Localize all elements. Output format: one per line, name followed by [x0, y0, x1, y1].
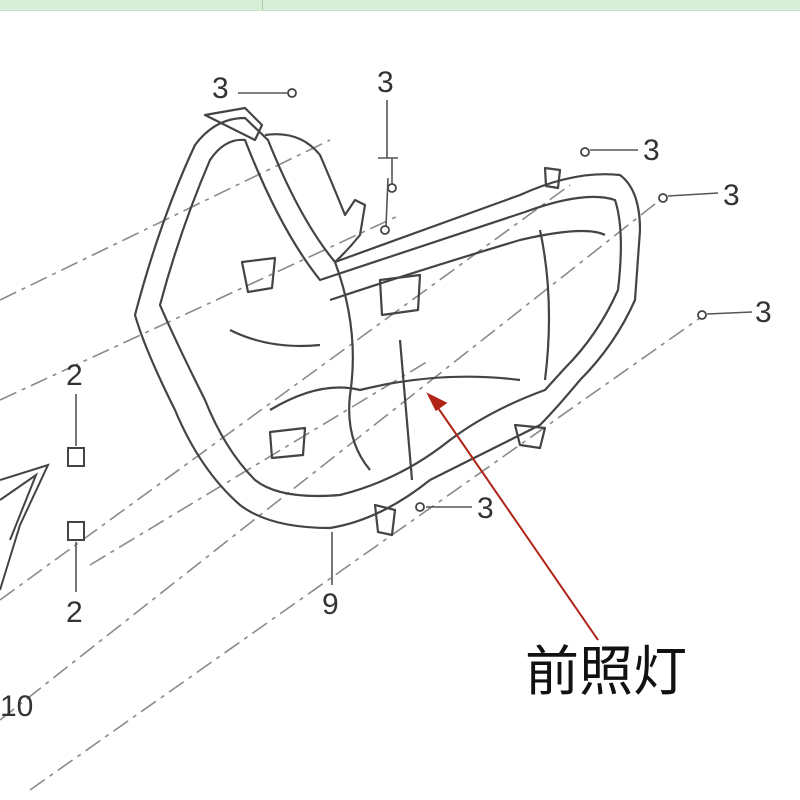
- toolbar-divider: [262, 0, 263, 10]
- bolt-icon: [387, 183, 397, 193]
- assembly-guide-lines: [0, 139, 701, 791]
- callout-label: 前照灯: [525, 640, 687, 703]
- guide-line: [0, 199, 661, 721]
- adjacent-part-10: [0, 463, 50, 591]
- clip-icon: [67, 521, 85, 541]
- label-bolt: 3: [477, 492, 494, 525]
- callout-arrow: [426, 392, 599, 641]
- top-toolbar-strip: [0, 0, 800, 11]
- label-bolt: 3: [643, 134, 660, 167]
- guide-line: [0, 214, 401, 401]
- label-bolt: 3: [755, 296, 772, 329]
- clip-icon: [67, 447, 85, 467]
- headlight-assembly: [133, 106, 642, 537]
- bolt-icon: [697, 310, 707, 320]
- label-adjacent-part: 10: [0, 690, 33, 723]
- guide-line: [29, 317, 701, 791]
- arrowhead-icon: [426, 392, 448, 412]
- guide-line: [0, 184, 571, 601]
- bolt-icon: [658, 193, 668, 203]
- label-bolt: 3: [723, 179, 740, 212]
- label-clip: 2: [66, 359, 83, 392]
- bolt-icon: [415, 502, 425, 512]
- bolt-icon: [580, 147, 590, 157]
- label-headlight-assembly: 9: [322, 588, 339, 621]
- bolt-icon: [380, 225, 390, 235]
- label-clip: 2: [66, 596, 83, 629]
- guide-line: [89, 359, 431, 566]
- leader-lines: [75, 92, 753, 592]
- label-bolt: 3: [212, 72, 229, 105]
- bolt-icon: [287, 88, 297, 98]
- clip-markers: [67, 447, 85, 541]
- label-bolt: 3: [377, 66, 394, 99]
